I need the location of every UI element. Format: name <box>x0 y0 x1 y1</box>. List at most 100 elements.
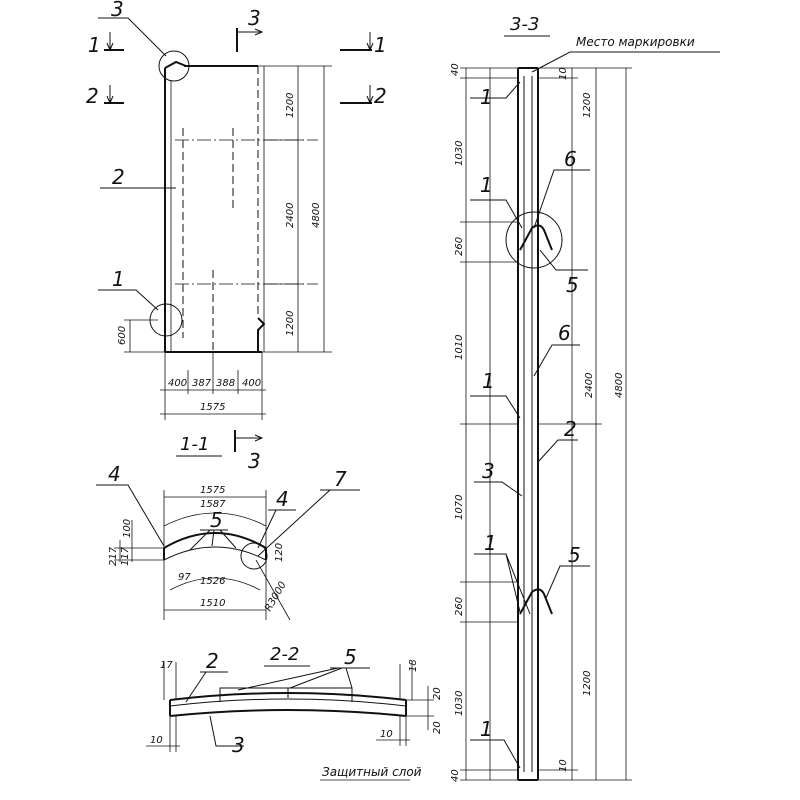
dim-260-bottom: 260 <box>454 597 465 616</box>
s33-leader-1e <box>470 739 521 769</box>
s33-upper-hook <box>519 224 553 251</box>
dim-1587: 1587 <box>200 499 226 510</box>
dim-1575-s11: 1575 <box>200 485 225 496</box>
s22-leader-2-label: 2 <box>206 649 219 673</box>
section-2-2: 2-2 2 5 3 17 18 20 20 10 10 <box>146 644 443 781</box>
dim-40-bottom: 40 <box>450 769 461 782</box>
s11-radius-leader <box>255 559 291 621</box>
dim-217: 217 <box>108 546 119 566</box>
s22-bottom-curve <box>169 709 407 717</box>
s22-rib-frame <box>219 687 353 702</box>
s33-leader-1c-label: 1 <box>482 369 495 393</box>
cut-3-label: 3 <box>248 6 261 30</box>
dim-1200-top-s33: 1200 <box>582 93 593 118</box>
dim-10-bottom: 10 <box>558 759 569 772</box>
dim-1070: 1070 <box>454 495 465 520</box>
dim-1010: 1010 <box>454 335 465 360</box>
dim-120: 120 <box>274 543 285 562</box>
s11-leader-7-label: 7 <box>334 467 347 491</box>
s22-leader-2 <box>185 671 228 703</box>
marking-place-text: Место маркировки <box>576 35 695 49</box>
dim-40-top: 40 <box>450 63 461 76</box>
cut-1-right-label: 1 <box>374 33 387 57</box>
dim-20-bottom: 20 <box>432 721 443 734</box>
dim-97: 97 <box>178 572 191 583</box>
s33-leader-5a-label: 5 <box>566 273 579 297</box>
section-1-1: 1-1 3 1575 1587 1526 1510 100 217 117 97… <box>96 430 360 621</box>
s11-leader-4b-label: 4 <box>276 487 289 511</box>
plan-top-left-notch <box>164 60 187 69</box>
dim-4800: 4800 <box>311 203 322 228</box>
section-1-1-bottom-curve <box>163 546 267 561</box>
plan-view: 1 2 1 2 3 3 2 1 1200 2400 4800 1200 6 <box>86 0 387 420</box>
section-1-1-cut-label: 3 <box>248 449 261 473</box>
dim-387: 387 <box>192 378 212 389</box>
dim-600: 600 <box>117 326 128 345</box>
s11-leader-5-label: 5 <box>210 508 223 532</box>
dim-20-top: 20 <box>432 687 443 700</box>
s33-leader-1c <box>470 395 521 419</box>
s33-leader-1a-label: 1 <box>480 85 493 109</box>
s33-leader-2-label: 2 <box>564 417 577 441</box>
dim-260-top: 260 <box>454 237 465 256</box>
dim-2400: 2400 <box>285 203 296 228</box>
s33-leader-1a <box>470 81 521 99</box>
dim-10-left: 10 <box>150 735 163 746</box>
dim-1030-top: 1030 <box>454 141 465 166</box>
cut-2-left-arrow <box>106 85 114 105</box>
s11-dim-1526 <box>169 577 261 591</box>
section-1-1-title: 1-1 <box>180 434 209 455</box>
s22-leader-3 <box>209 715 244 747</box>
s11-leader-7 <box>257 489 360 557</box>
s22-leader-5-label: 5 <box>344 645 357 669</box>
dim-1526: 1526 <box>200 576 225 587</box>
s33-leader-1d <box>474 553 531 615</box>
cut-2-right-arrow <box>366 85 374 105</box>
dim-4800-s33: 4800 <box>614 373 625 398</box>
s11-leader-4a-label: 4 <box>108 462 121 486</box>
section-1-1-cut-arrow <box>235 434 264 442</box>
s33-leader-1b <box>470 199 523 229</box>
dim-100: 100 <box>122 519 133 538</box>
leader-3-label: 3 <box>111 0 124 21</box>
s33-leader-1d-label: 1 <box>484 531 497 555</box>
s33-leader-2 <box>537 439 578 463</box>
cut-1-left-label: 1 <box>88 33 101 57</box>
s22-leader-5 <box>237 667 370 691</box>
dim-400-right: 400 <box>242 378 261 389</box>
s11-leader-4b <box>257 509 296 549</box>
dim-17: 17 <box>160 660 173 671</box>
dim-r3000: R3000 <box>263 580 289 614</box>
s33-leader-5b <box>545 565 590 599</box>
s33-leader-1b-label: 1 <box>480 173 493 197</box>
leader-1-label: 1 <box>112 267 125 291</box>
s22-leader-3-label: 3 <box>232 733 245 757</box>
dim-1575-plan: 1575 <box>200 402 225 413</box>
s33-detail-circle <box>505 211 563 269</box>
dim-1200-bottom: 1200 <box>285 311 296 336</box>
s33-leader-6b-label: 6 <box>558 321 571 345</box>
s11-dim-1587 <box>163 512 267 527</box>
dim-1510: 1510 <box>200 598 225 609</box>
s33-leader-5b-label: 5 <box>568 543 581 567</box>
dim-1030-bottom: 1030 <box>454 691 465 716</box>
section-3-3: 3-3 Место маркировки 40 1030 260 1010 10… <box>450 14 720 782</box>
dim-1200-bottom-s33: 1200 <box>582 671 593 696</box>
cut-2-right-label: 2 <box>374 84 387 108</box>
cut-1-right-arrow <box>366 32 374 52</box>
cut-3-arrow <box>237 28 264 36</box>
dim-1200-top: 1200 <box>285 93 296 118</box>
dim-400-left: 400 <box>168 378 187 389</box>
leader-3 <box>98 17 167 57</box>
section-1-1-top-curve <box>163 532 267 549</box>
s33-leader-6a <box>533 169 590 229</box>
dim-117: 117 <box>120 546 131 566</box>
s33-leader-6a-label: 6 <box>564 147 577 171</box>
dim-388: 388 <box>216 378 235 389</box>
plan-right-notch <box>257 317 266 352</box>
leader-1 <box>98 289 159 311</box>
dim-18: 18 <box>408 659 419 672</box>
s33-leader-1e-label: 1 <box>480 717 493 741</box>
s33-lower-hook <box>519 588 553 615</box>
